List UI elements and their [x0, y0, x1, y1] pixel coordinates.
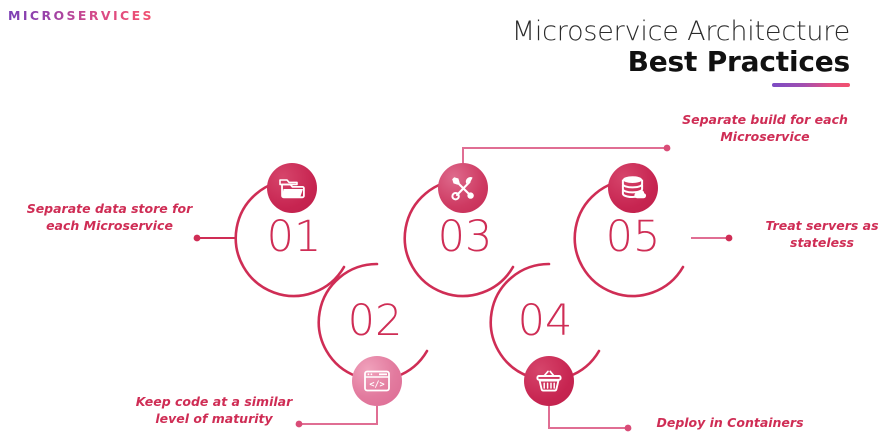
brand-logo: MICROSERVICES — [8, 8, 154, 23]
folder-icon — [277, 175, 307, 201]
title-line-primary: Microservice Architecture — [511, 16, 850, 47]
connector-dot-step-04 — [624, 424, 632, 432]
connector-step-04 — [548, 406, 626, 429]
connector-dot-step-03 — [663, 144, 671, 152]
connector-step-03 — [462, 147, 665, 163]
annotation-step-02: Keep code at a similar level of maturity — [135, 394, 293, 426]
connector-step-02 — [301, 406, 378, 425]
title-line-secondary: Best Practices — [627, 45, 851, 79]
step-number-02: 02 — [347, 296, 403, 346]
database-cloud-icon — [618, 174, 648, 202]
title-underline-accent — [772, 83, 850, 88]
basket-icon — [534, 368, 564, 394]
arc-step-05 — [573, 178, 685, 298]
connector-dot-step-02 — [295, 420, 303, 428]
step-icon-badge-03[interactable] — [438, 163, 488, 213]
step-number-04: 04 — [517, 296, 573, 346]
annotation-step-03: Separate build for each Microservice — [682, 112, 848, 144]
step-number-05: 05 — [605, 212, 661, 262]
connector-dot-step-05 — [725, 234, 733, 242]
arc-step-03 — [403, 178, 515, 298]
step-icon-badge-02[interactable]: </> — [352, 356, 402, 406]
step-number-01: 01 — [266, 212, 322, 262]
code-window-icon: </> — [363, 369, 391, 393]
step-number-03: 03 — [437, 212, 493, 262]
step-icon-badge-04[interactable] — [524, 356, 574, 406]
annotation-step-04: Deploy in Containers — [656, 415, 804, 430]
step-icon-badge-01[interactable] — [267, 163, 317, 213]
connector-dot-step-01 — [193, 234, 201, 242]
connector-lines — [193, 144, 733, 432]
annotation-step-05: Treat servers as stateless — [765, 218, 879, 250]
tools-icon — [448, 173, 478, 203]
page-title: Microservice Architecture Best Practices — [511, 16, 851, 88]
svg-text:</>: </> — [369, 380, 384, 390]
step-icon-badge-05[interactable] — [608, 163, 658, 213]
annotation-step-01: Separate data store for each Microservic… — [26, 201, 193, 233]
arc-step-01 — [234, 178, 346, 298]
